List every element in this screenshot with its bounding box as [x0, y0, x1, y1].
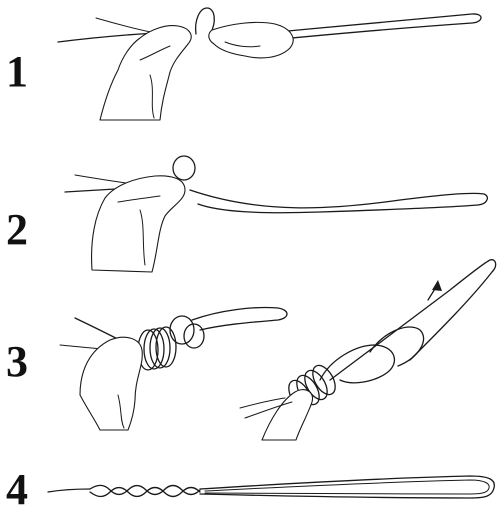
- step-4-illustration: [48, 476, 494, 498]
- step-1-left-hand: [100, 26, 191, 120]
- step-4-long-loop-inner: [205, 480, 489, 494]
- step-3-hand: [80, 337, 142, 430]
- step-3-long-loop: [192, 308, 287, 331]
- step-4-braid: [90, 485, 200, 496]
- step-4-line: [48, 489, 90, 492]
- step-3-right-knot-loop-2: [370, 327, 424, 366]
- step-2-long-loop: [190, 190, 487, 213]
- step-2-ring-loop: [173, 156, 195, 180]
- step-3-right-illustration: [240, 260, 496, 440]
- step-2-hand: [92, 176, 185, 272]
- step-1-right-hand: [209, 22, 293, 58]
- step-3-ring-1: [170, 316, 194, 344]
- step-2-illustration: [65, 156, 487, 272]
- step-3-right-hand: [262, 390, 313, 440]
- step-4-long-loop: [200, 476, 494, 498]
- step-1-illustration: [58, 8, 481, 120]
- step-3-right-long-loop: [330, 260, 496, 380]
- step-3-right-knot-loop-1: [320, 345, 394, 383]
- step-3-left-illustration: [60, 308, 287, 431]
